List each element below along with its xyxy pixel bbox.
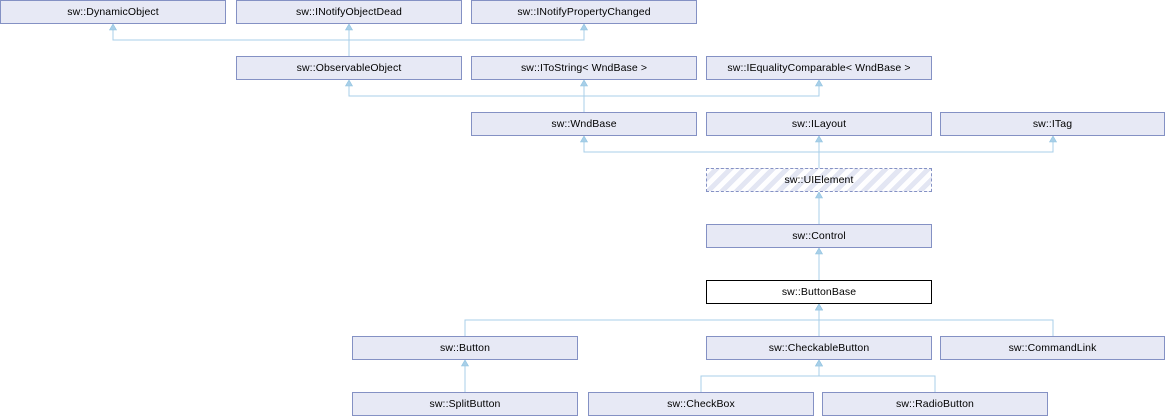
class-node-ilayout[interactable]: sw::ILayout bbox=[706, 112, 932, 136]
class-node-commandlink[interactable]: sw::CommandLink bbox=[940, 336, 1165, 360]
class-node-label: sw::Control bbox=[792, 229, 846, 242]
inheritance-arrow-icon bbox=[108, 23, 118, 31]
inheritance-arrow-icon bbox=[579, 23, 589, 31]
class-node-checkbox[interactable]: sw::CheckBox bbox=[588, 392, 814, 416]
edge-button-to-buttonbase bbox=[464, 310, 820, 336]
class-node-wndbase[interactable]: sw::WndBase bbox=[471, 112, 697, 136]
class-node-label: sw::CommandLink bbox=[1008, 341, 1097, 354]
class-node-label: sw::UIElement bbox=[784, 173, 854, 186]
class-node-button[interactable]: sw::Button bbox=[352, 336, 578, 360]
class-node-checkablebutton[interactable]: sw::CheckableButton bbox=[706, 336, 932, 360]
class-node-inotifypropertychanged[interactable]: sw::INotifyPropertyChanged bbox=[471, 0, 697, 24]
class-node-inotifyobjectdead[interactable]: sw::INotifyObjectDead bbox=[236, 0, 462, 24]
class-node-label: sw::ObservableObject bbox=[296, 61, 402, 74]
class-node-label: sw::ITag bbox=[1032, 117, 1073, 130]
class-node-label: sw::CheckBox bbox=[667, 397, 735, 410]
edge-uielement-to-wndbase bbox=[583, 142, 820, 168]
edge-uielement-to-itag bbox=[818, 142, 1054, 168]
class-node-label: sw::SplitButton bbox=[429, 397, 501, 410]
inheritance-arrow-icon bbox=[579, 135, 589, 143]
class-node-dynamicobject[interactable]: sw::DynamicObject bbox=[0, 0, 226, 24]
class-node-iequalitycomparable[interactable]: sw::IEqualityComparable< WndBase > bbox=[706, 56, 932, 80]
inheritance-arrow-icon bbox=[814, 359, 824, 367]
class-node-itostring[interactable]: sw::IToString< WndBase > bbox=[471, 56, 697, 80]
class-node-label: sw::DynamicObject bbox=[67, 5, 159, 18]
class-node-buttonbase[interactable]: sw::ButtonBase bbox=[706, 280, 932, 304]
class-node-control[interactable]: sw::Control bbox=[706, 224, 932, 248]
class-node-label: sw::IEqualityComparable< WndBase > bbox=[727, 61, 911, 74]
class-node-label: sw::ILayout bbox=[791, 117, 847, 130]
edge-observableobject-to-dynamicobject bbox=[112, 30, 350, 56]
edge-wndbase-to-observableobject bbox=[348, 86, 585, 112]
edge-wndbase-to-iequalitycomparable bbox=[583, 86, 820, 112]
inheritance-arrow-icon bbox=[814, 79, 824, 87]
inheritance-arrow-icon bbox=[814, 303, 824, 311]
inheritance-arrow-icon bbox=[814, 303, 824, 311]
inheritance-arrow-icon bbox=[579, 79, 589, 87]
inheritance-arrow-icon bbox=[814, 359, 824, 367]
class-node-label: sw::INotifyObjectDead bbox=[296, 5, 402, 18]
class-node-radiobutton[interactable]: sw::RadioButton bbox=[822, 392, 1048, 416]
class-node-label: sw::Button bbox=[439, 341, 491, 354]
class-node-label: sw::CheckableButton bbox=[768, 341, 870, 354]
class-node-splitbutton[interactable]: sw::SplitButton bbox=[352, 392, 578, 416]
class-node-uielement[interactable]: sw::UIElement bbox=[706, 168, 932, 192]
class-node-observableobject[interactable]: sw::ObservableObject bbox=[236, 56, 462, 80]
edge-commandlink-to-buttonbase bbox=[818, 310, 1054, 336]
inheritance-arrow-icon bbox=[814, 247, 824, 255]
inheritance-arrow-icon bbox=[814, 303, 824, 311]
class-node-itag[interactable]: sw::ITag bbox=[940, 112, 1165, 136]
class-node-label: sw::IToString< WndBase > bbox=[520, 61, 648, 74]
class-node-label: sw::INotifyPropertyChanged bbox=[517, 5, 651, 18]
edge-observableobject-to-inotifypropertychanged bbox=[348, 30, 585, 56]
inheritance-arrow-icon bbox=[814, 191, 824, 199]
class-node-label: sw::RadioButton bbox=[896, 397, 974, 410]
inheritance-arrow-icon bbox=[460, 359, 470, 367]
inheritance-arrow-icon bbox=[344, 23, 354, 31]
edge-checkbox-to-checkablebutton bbox=[700, 366, 820, 392]
inheritance-arrow-icon bbox=[814, 135, 824, 143]
edge-radiobutton-to-checkablebutton bbox=[818, 366, 936, 392]
class-node-label: sw::ButtonBase bbox=[781, 285, 857, 298]
class-node-label: sw::WndBase bbox=[551, 117, 617, 130]
inheritance-arrow-icon bbox=[1048, 135, 1058, 143]
inheritance-arrow-icon bbox=[344, 79, 354, 87]
